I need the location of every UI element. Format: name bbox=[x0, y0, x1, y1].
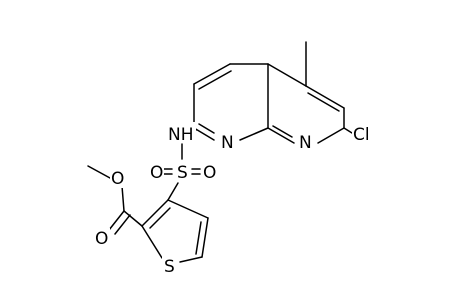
bond-c7-n8 bbox=[193, 127, 215, 141]
bond-s-c2-thio bbox=[141, 225, 163, 259]
atom-label-n-naphthyridine-8: N bbox=[221, 133, 234, 153]
bonds bbox=[87, 41, 353, 263]
bond-c2thio-ccarbonyl bbox=[123, 210, 143, 227]
bond-c4-c4a bbox=[267, 63, 307, 87]
atom-label-o-ester-carbonyl: O bbox=[95, 229, 108, 249]
bond-c2-c3-thio bbox=[141, 199, 169, 227]
bond-o-ether-methyl bbox=[87, 165, 111, 179]
bond-c7-n8-inner bbox=[198, 123, 215, 134]
bond-c5-c6 bbox=[193, 63, 231, 85]
bond-c4-c5-thio-inner bbox=[195, 221, 202, 255]
bond-n1-c8a bbox=[267, 127, 295, 144]
bond-c2-c3-thio-inner bbox=[149, 207, 171, 229]
bond-ccarbonyl-o-carbonyl-b bbox=[114, 214, 131, 235]
bond-c4-c5-thio bbox=[201, 217, 209, 258]
bond-s-c3thio bbox=[167, 182, 179, 201]
bond-ccarbonyl-o-carbonyl-a bbox=[108, 210, 125, 231]
atom-label-cl: Cl bbox=[353, 125, 370, 145]
atom-label-o-sulfonyl-left: O bbox=[150, 163, 163, 183]
atom-label-o-ester-ether: O bbox=[111, 169, 124, 189]
atom-label-s-thiophene: S bbox=[164, 257, 175, 277]
bond-c3-c4-thio bbox=[167, 199, 209, 219]
bond-c4-c3-inner bbox=[307, 92, 340, 112]
atom-label-s-sulfonyl: S bbox=[177, 163, 188, 183]
bond-n1-c8a-inner bbox=[272, 125, 293, 138]
atom-label-nh: NH bbox=[168, 125, 194, 145]
bond-ccarbonyl-o-ether bbox=[121, 185, 125, 212]
atom-labels: NH S O O N N Cl O O S bbox=[94, 122, 376, 277]
bond-n8-c8a bbox=[239, 127, 269, 141]
bond-c5-c6-inner bbox=[198, 70, 232, 90]
atom-label-n-naphthyridine-1: N bbox=[299, 133, 312, 153]
bond-c2-n1 bbox=[317, 127, 345, 144]
bond-c2-cl bbox=[343, 127, 353, 134]
bond-c4-c3 bbox=[305, 85, 345, 109]
bond-c5-s-thio bbox=[179, 256, 203, 263]
atom-label-o-sulfonyl-right: O bbox=[203, 163, 216, 183]
